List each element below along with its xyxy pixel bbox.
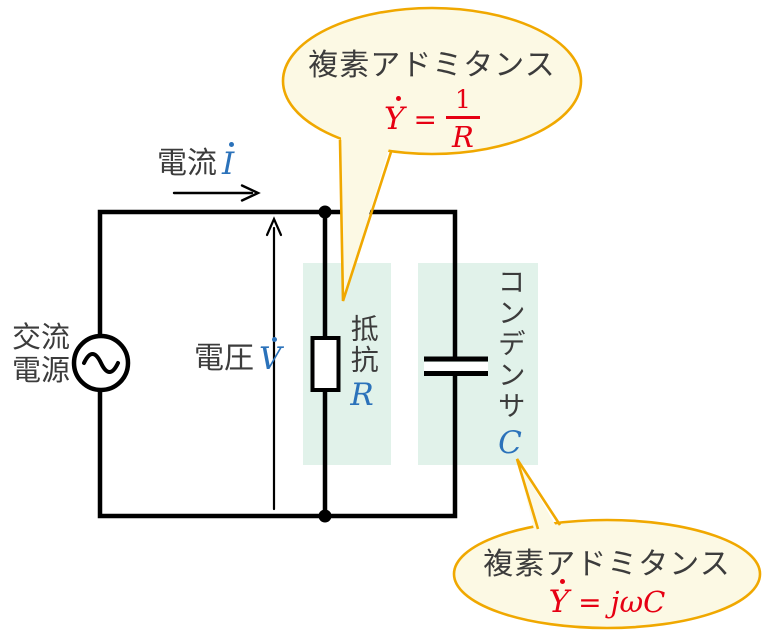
admittance-symbol: Y (548, 579, 570, 620)
top-callout-title: 複素アドミタンス (308, 49, 556, 82)
admittance-symbol: Y (384, 96, 405, 137)
ac-source-label: 交流 電源 (6, 322, 76, 388)
fraction-numerator: 1 (455, 84, 471, 114)
bottom-callout-tail-outline (515, 458, 562, 530)
voltage-symbol: V (259, 336, 282, 377)
equals-sign: = (578, 585, 602, 619)
wire-top (97, 209, 458, 358)
fraction-bar (445, 115, 480, 119)
top-callout-tail (341, 132, 391, 301)
junction-dot-bottom (318, 509, 332, 523)
ac-source-label-line2: 電源 (11, 355, 70, 388)
resistor-label: 抵抗 (347, 314, 379, 376)
bottom-callout-formula: Y = jωC (457, 579, 757, 621)
voltage-label: 電圧 V (194, 336, 282, 377)
capacitor-symbol: C (498, 425, 522, 461)
bottom-callout-bubble (452, 518, 762, 630)
bottom-callout-title: 複素アドミタンス (483, 548, 731, 581)
junction-dot-top (318, 205, 332, 219)
fraction-denominator: R (452, 119, 474, 154)
current-label-text: 電流 (157, 147, 217, 180)
wire-bottom (97, 374, 458, 519)
top-callout-bubble (281, 6, 583, 156)
ac-source-label-line1: 交流 (11, 322, 70, 354)
admittance-value: jωC (610, 585, 666, 619)
current-symbol: I (222, 141, 235, 182)
current-label: 電流 I (157, 141, 235, 182)
resistor-symbol: R (350, 377, 374, 413)
top-callout-formula: Y = 1 R (332, 84, 532, 154)
capacitor-label: コンデンサ (494, 267, 526, 422)
top-callout-tail-outline (338, 139, 393, 302)
voltage-label-text: 電圧 (194, 342, 254, 375)
bottom-callout-tail (517, 459, 563, 542)
ac-source-symbol (71, 333, 131, 393)
capacitor-gap (424, 362, 488, 371)
equals-sign: = (413, 102, 437, 136)
fraction: 1 R (445, 84, 480, 154)
current-arrowhead (240, 184, 261, 202)
sine-wave-icon (82, 352, 120, 374)
voltage-arrowhead (265, 216, 283, 237)
resistor-symbol-box (310, 336, 341, 392)
